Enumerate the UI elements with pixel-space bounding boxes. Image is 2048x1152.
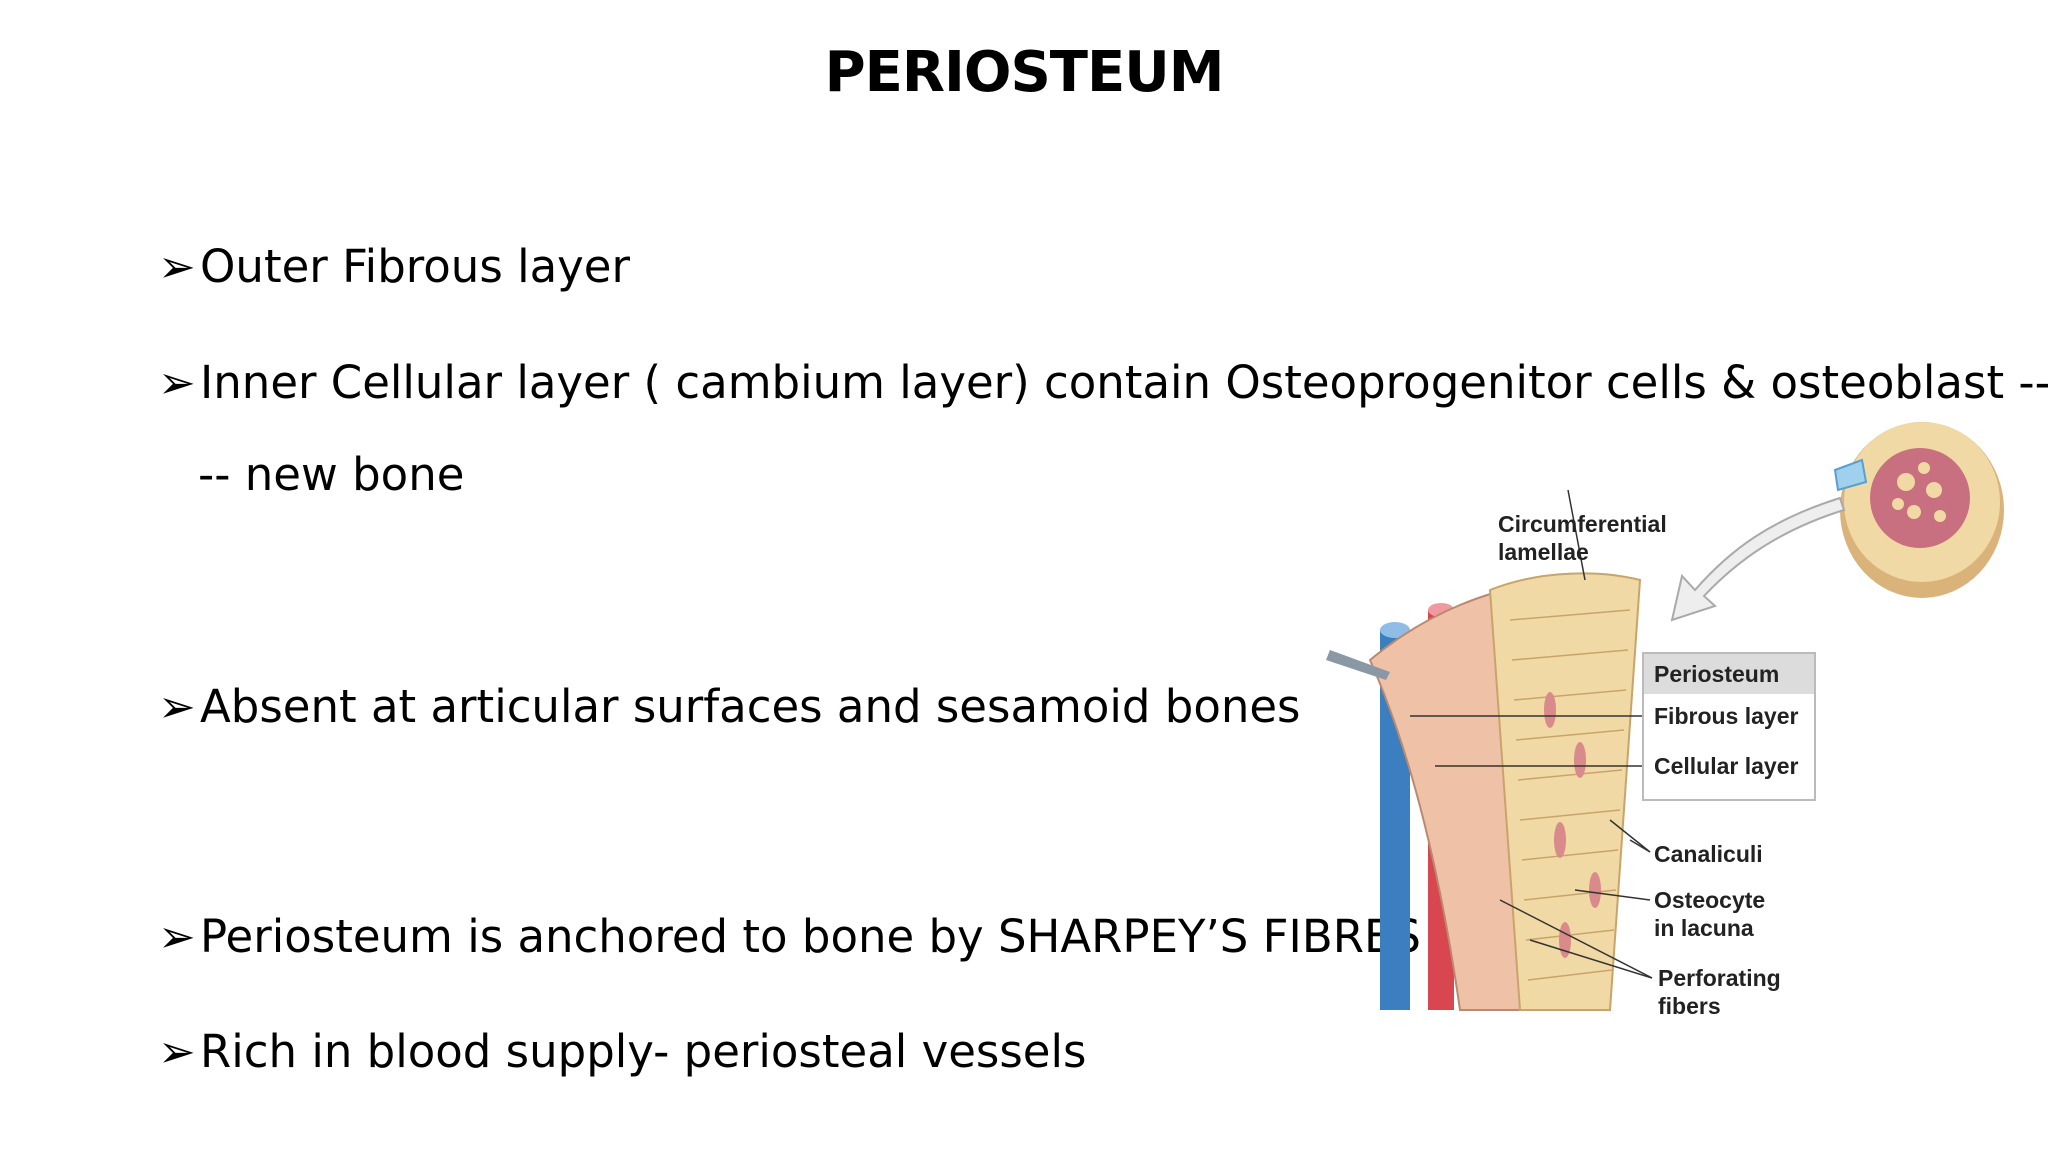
bullet-text: Absent at articular surfaces and sesamoi…: [200, 680, 1301, 733]
bullet-text: Rich in blood supply- periosteal vessels: [200, 1025, 1087, 1078]
cellular-layer-label: Cellular layer: [1654, 753, 1799, 779]
periosteum-legend-box: [1642, 652, 1816, 801]
arrow-bullet-icon: ➢: [158, 910, 196, 963]
slide-title: PERIOSTEUM: [824, 40, 1225, 105]
bullet-item: ➢Outer Fibrous layer: [158, 240, 630, 293]
bullet-text: Outer Fibrous layer: [200, 240, 630, 293]
bone-cross-section: [1833, 422, 2004, 598]
arrow-bullet-icon: ➢: [158, 680, 196, 733]
leader-lines: [1410, 489, 1653, 979]
periosteum-heading-label: Periosteum: [1654, 661, 1780, 687]
bullet-text: Periosteum is anchored to bone by SHARPE…: [200, 910, 1421, 963]
arrow-bullet-icon: ➢: [158, 356, 196, 409]
arrow-bullet-icon: ➢: [158, 1025, 196, 1078]
bullet-continuation: -- new bone: [198, 448, 465, 501]
perforating-label: Perforating: [1658, 965, 1781, 991]
forceps: [1326, 650, 1390, 680]
compact-bone: [1488, 572, 1642, 1011]
legend-header: [1644, 654, 1814, 694]
bullet-item: ➢Absent at articular surfaces and sesamo…: [158, 680, 1301, 733]
osteocyte-label: Osteocyte: [1654, 887, 1766, 913]
arrow-bullet-icon: ➢: [158, 240, 196, 293]
in-lacuna-label: in lacuna: [1654, 915, 1754, 941]
circumferential-label: Circumferential: [1498, 511, 1667, 537]
fibrous-layer-label: Fibrous layer: [1654, 703, 1799, 729]
lamellae-label: lamellae: [1498, 539, 1589, 565]
bullet-item: ➢Periosteum is anchored to bone by SHARP…: [158, 910, 1421, 963]
fibers-label: fibers: [1658, 993, 1721, 1019]
bullet-text: Inner Cellular layer ( cambium layer) co…: [200, 356, 2048, 409]
osteocytes: [1544, 692, 1601, 958]
periosteum-diagram: Circumferential lamellae Periosteum Fibr…: [1310, 420, 2010, 1040]
bullet-item: ➢Rich in blood supply- periosteal vessel…: [158, 1025, 1086, 1078]
canaliculi-label: Canaliculi: [1654, 841, 1763, 867]
bullet-item: ➢Inner Cellular layer ( cambium layer) c…: [158, 356, 2048, 409]
pointer-arrow: [1670, 496, 1846, 622]
periosteum-illustration: [1326, 422, 2004, 1011]
